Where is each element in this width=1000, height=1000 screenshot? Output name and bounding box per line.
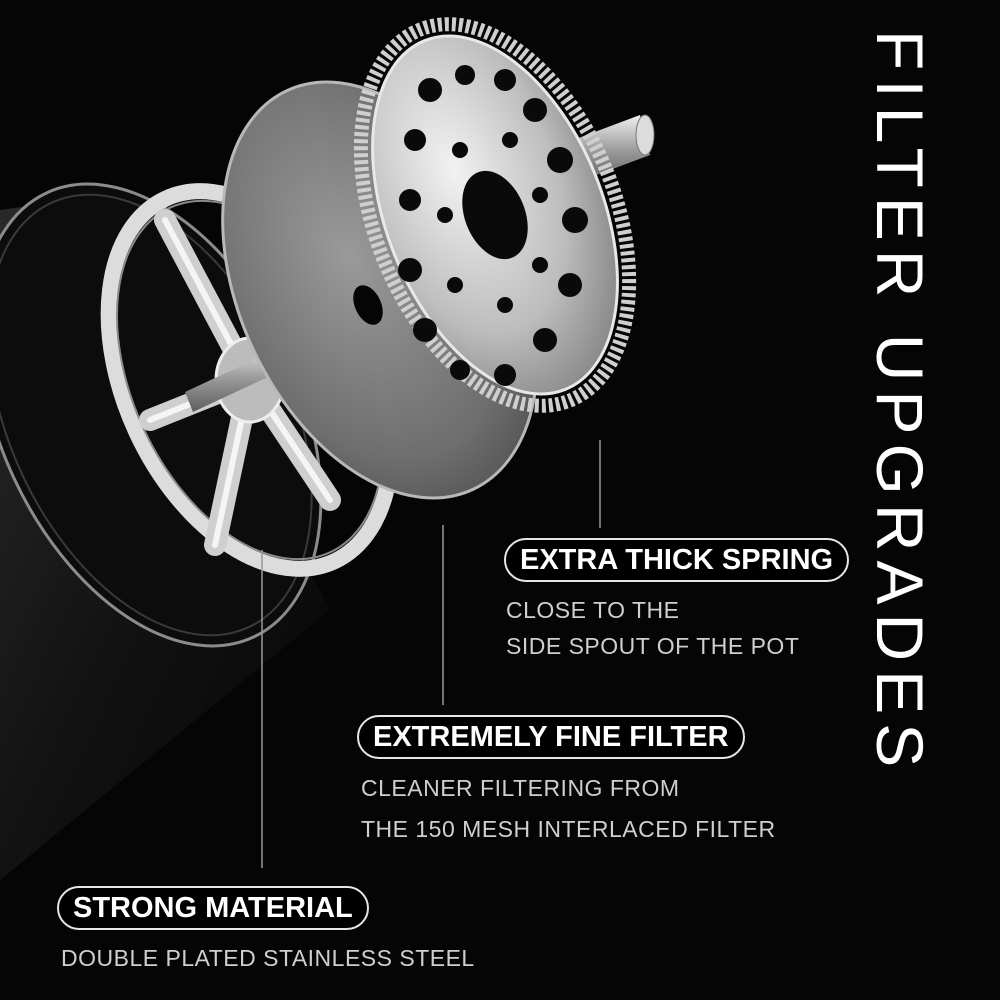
feature-filter-line-1: CLEANER FILTERING FROM bbox=[361, 775, 680, 801]
feature-material-line-1: DOUBLE PLATED STAINLESS STEEL bbox=[61, 945, 475, 971]
feature-spring-line-2: SIDE SPOUT OF THE POT bbox=[506, 633, 800, 659]
feature-spring-heading-text: EXTRA THICK SPRING bbox=[520, 543, 834, 576]
feature-spring-line-1: CLOSE TO THE bbox=[506, 597, 680, 623]
feature-filter-heading-text: EXTREMELY FINE FILTER bbox=[373, 720, 729, 753]
page-title: FILTER UPGRADES bbox=[863, 30, 937, 777]
feature-filter-line-2: THE 150 MESH INTERLACED FILTER bbox=[361, 816, 776, 842]
feature-material-heading: STRONG MATERIAL bbox=[57, 886, 369, 930]
feature-filter-heading: EXTREMELY FINE FILTER bbox=[357, 715, 745, 759]
spring-coil-icon bbox=[353, 17, 655, 413]
feature-material-heading-text: STRONG MATERIAL bbox=[73, 891, 353, 924]
feature-spring-heading: EXTRA THICK SPRING bbox=[504, 538, 850, 582]
